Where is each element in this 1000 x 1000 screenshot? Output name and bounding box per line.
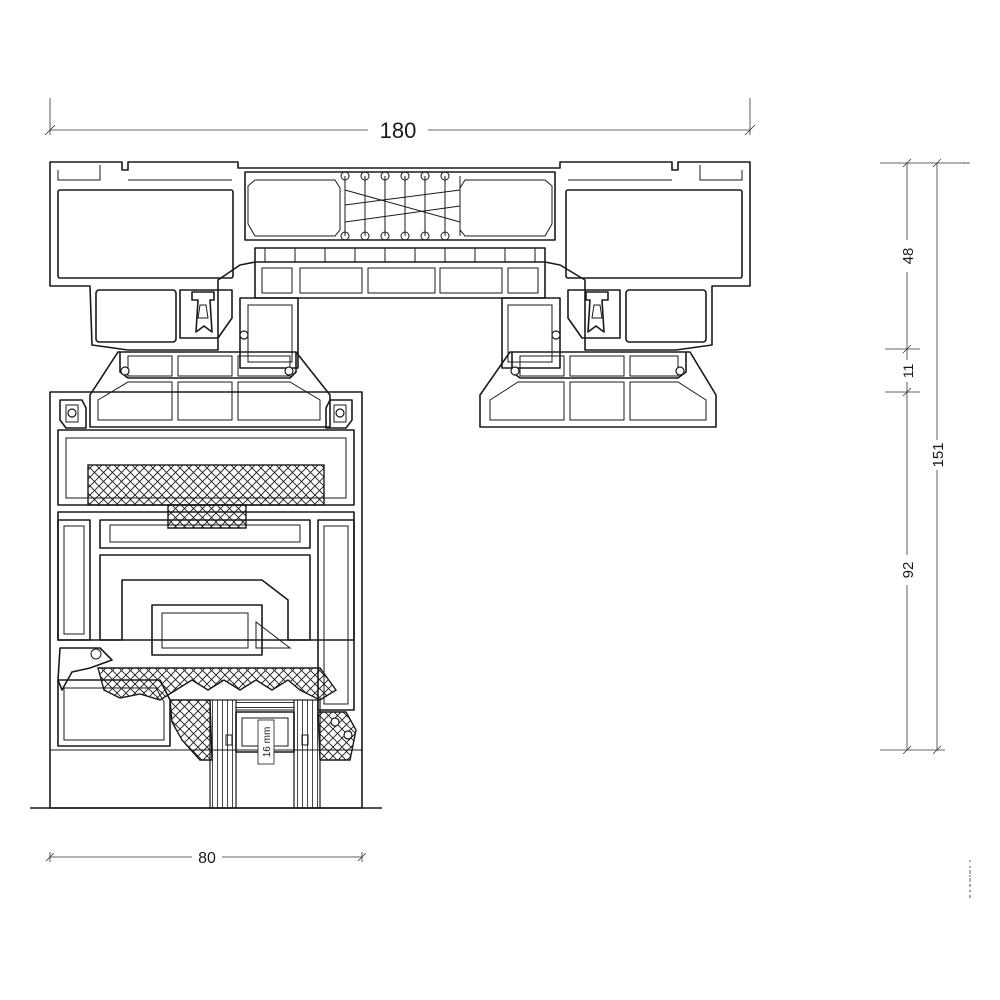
top-dimension: 180 (44, 98, 756, 143)
top-width-label: 180 (380, 118, 417, 143)
right-height-lower-label: 92 (900, 562, 917, 579)
lower-gasket (97, 667, 338, 701)
bottom-dimension: 80 (45, 850, 367, 867)
top-frame-profile (49, 161, 751, 369)
glass-thickness-label: 16 mm (262, 727, 273, 758)
right-dimensions: 48 11 92 151 (880, 158, 971, 900)
bottom-width-label: 80 (198, 850, 216, 867)
insulation-block (87, 464, 325, 506)
right-sash-profile (479, 351, 717, 428)
left-sash-top (89, 351, 331, 428)
lower-frame-profile (30, 391, 382, 809)
right-height-middle-label: 11 (900, 364, 916, 379)
glazing-unit: 16 mm (209, 699, 321, 809)
right-height-total-label: 151 (930, 442, 947, 467)
lattice-core (340, 171, 461, 241)
right-height-upper-label: 48 (900, 248, 917, 265)
